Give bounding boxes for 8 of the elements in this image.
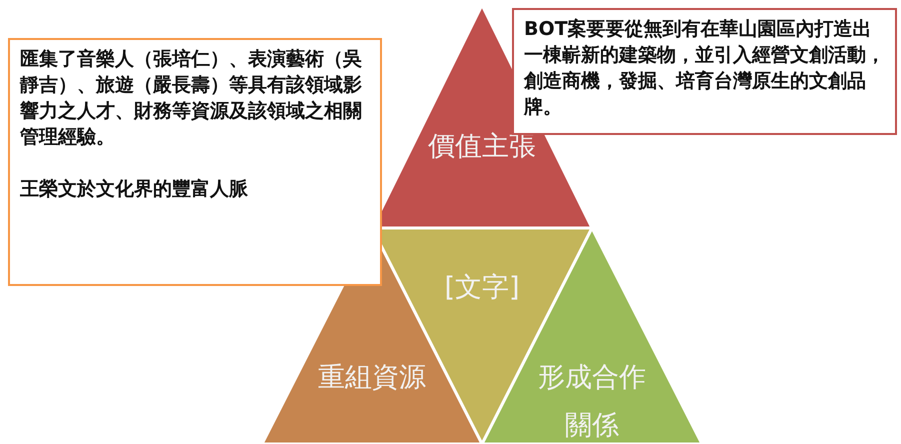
note-box <box>8 38 382 286</box>
note-text: 王榮文於文化界的豐富人脈 <box>20 177 249 202</box>
triangle-label: 重組資源 <box>317 361 427 395</box>
triangle-label: [文字] <box>443 271 521 305</box>
note-box <box>512 8 897 135</box>
note-text: BOT案要要從無到有在華山園區內打造出一棟嶄新的建築物，並引入經營文創活動，創造商機，發掘、培育台灣原生的文創品牌。 <box>524 17 885 120</box>
note-text: 匯集了音樂人（張培仁）、表演藝術（吳靜吉）、旅遊（嚴長壽）等具有該領域影響力之人才、財務等資源及該領域之相關管理經驗。 <box>20 47 363 150</box>
triangle-label: 形成合作關係 <box>537 361 647 443</box>
